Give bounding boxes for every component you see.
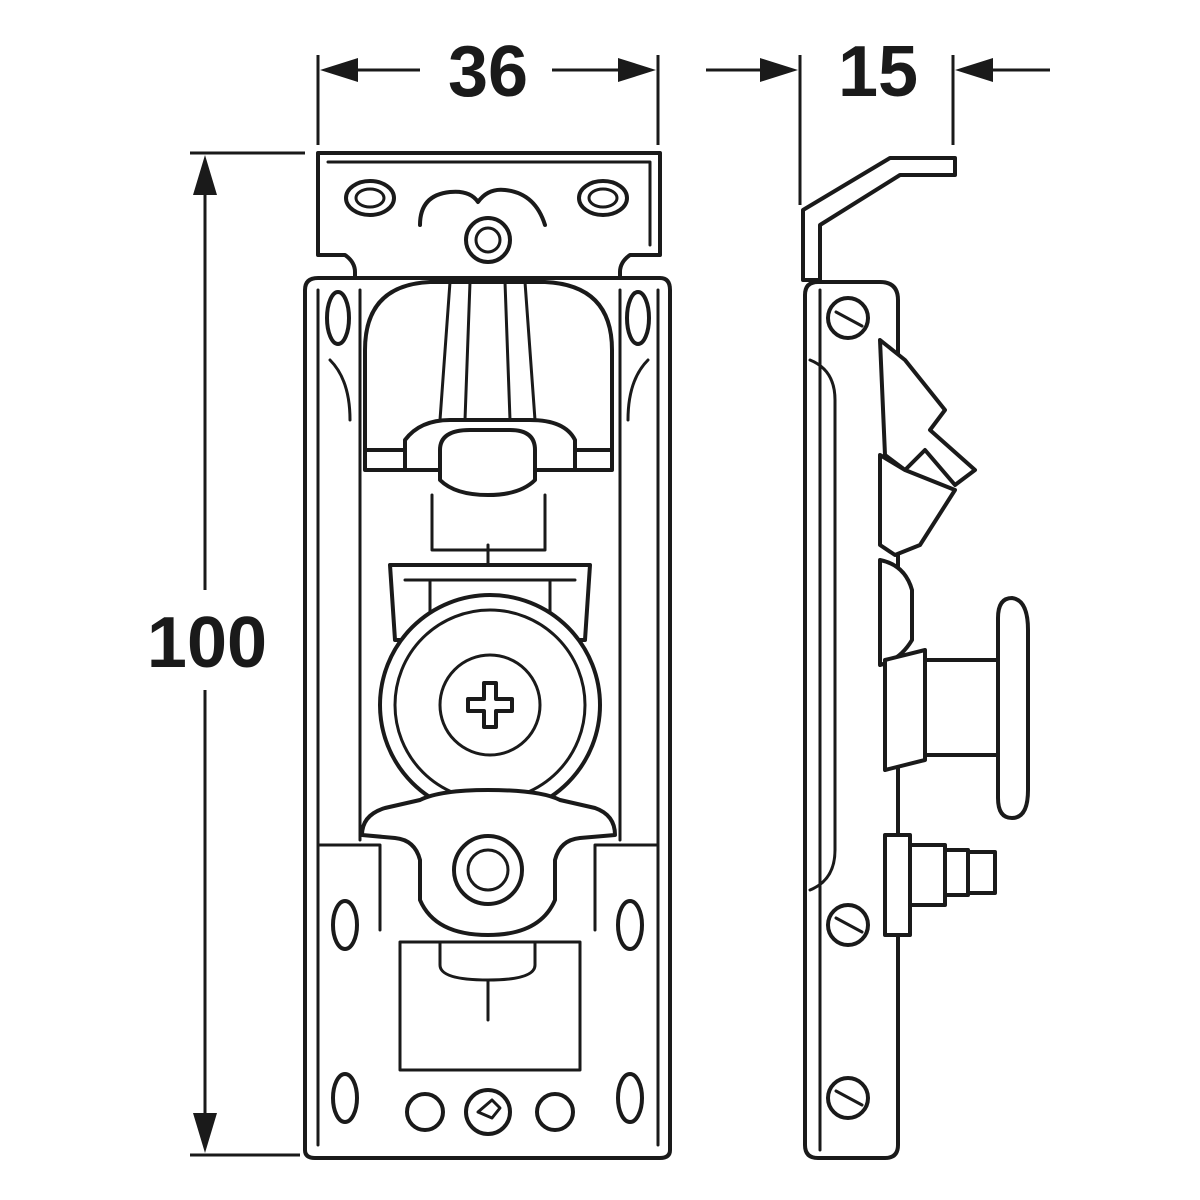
width-dimension: 36 xyxy=(316,32,660,145)
mid-left-slot-icon xyxy=(331,899,359,951)
width-value: 36 xyxy=(448,32,528,112)
bottom-indicator-left-icon xyxy=(405,1092,445,1132)
depth-arrow-right-icon xyxy=(955,58,993,82)
width-arrow-left-icon xyxy=(320,58,358,82)
depth-arrow-left-icon xyxy=(760,58,798,82)
upper-arch-housing xyxy=(363,280,614,452)
height-value: 100 xyxy=(147,603,267,683)
depth-value: 15 xyxy=(838,32,918,112)
body-right-curve xyxy=(626,358,650,422)
arch-rib-left xyxy=(438,280,452,422)
side-plate-profile xyxy=(808,358,837,892)
tab-hole-left-inner xyxy=(354,187,386,209)
arch-rib-right-inner xyxy=(503,280,512,422)
tab-center-hole-icon xyxy=(464,216,512,264)
bottom-right-slot-icon xyxy=(616,1072,644,1124)
side-pin-tip xyxy=(966,850,997,895)
arch-rib-left-inner xyxy=(463,280,472,422)
label-plate xyxy=(398,940,582,1072)
side-mid-screw-slot xyxy=(834,916,864,934)
tab-center-hole-inner xyxy=(474,226,502,254)
tab-center-boss xyxy=(418,187,547,227)
body-left-curve xyxy=(328,358,352,422)
adjusting-screw-outer xyxy=(378,593,602,817)
tab-hole-right-inner xyxy=(587,187,619,209)
front-view xyxy=(303,151,672,1160)
lower-right-step xyxy=(593,843,660,932)
bottom-indicator-right-icon xyxy=(535,1092,575,1132)
side-cam-lower xyxy=(878,453,957,557)
side-pin-mid xyxy=(943,848,970,897)
upper-right-slot-icon xyxy=(625,290,651,346)
side-spring-clip xyxy=(878,558,914,667)
mid-right-slot-icon xyxy=(616,899,644,951)
tab-hole-right-icon xyxy=(577,179,629,217)
width-arrow-right-icon xyxy=(618,58,656,82)
side-top-screw-slot xyxy=(834,310,864,328)
side-pin-base xyxy=(908,843,947,907)
height-arrow-bottom-icon xyxy=(193,1113,217,1153)
top-tab-inner-edge xyxy=(326,160,652,247)
height-dimension: 100 xyxy=(147,151,305,1157)
height-arrow-top-icon xyxy=(193,155,217,195)
side-screw-base xyxy=(883,648,927,772)
side-main-plate xyxy=(803,280,900,1160)
brand-logo-icon xyxy=(464,1088,512,1136)
side-view xyxy=(801,156,1030,1160)
depth-dimension: 15 xyxy=(706,32,1050,205)
arch-rib-right xyxy=(523,280,537,422)
side-bent-tab xyxy=(801,156,957,282)
lower-left-step xyxy=(316,843,382,932)
side-screw-head xyxy=(996,596,1030,820)
pivot-cam xyxy=(438,428,537,497)
lower-screw-inner xyxy=(466,848,510,892)
brand-logo-mark xyxy=(476,1098,502,1120)
side-lower-clip xyxy=(883,833,912,937)
tab-hole-left-icon xyxy=(344,179,396,217)
lower-screw-icon xyxy=(452,834,524,906)
side-bottom-screw-slot xyxy=(834,1089,864,1107)
phillips-cross-icon xyxy=(466,681,514,729)
side-screw-shank xyxy=(923,658,1002,757)
adjusting-screw-head xyxy=(438,653,542,757)
upper-left-slot-icon xyxy=(325,290,351,346)
bottom-left-slot-icon xyxy=(331,1072,359,1124)
